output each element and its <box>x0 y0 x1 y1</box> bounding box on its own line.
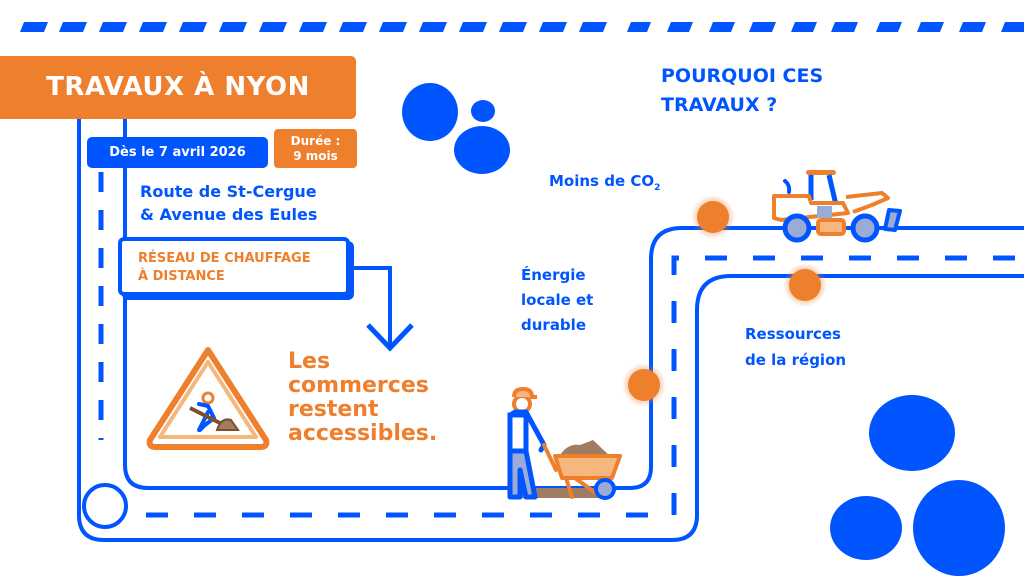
co2-text: Moins de CO <box>549 172 655 190</box>
decorative-blobs-bottom <box>830 395 1005 576</box>
location-line-1: Route de St-Cergue <box>140 182 317 201</box>
why-line-2: TRAVAUX ? <box>661 94 778 116</box>
notice-line-4: accessibles. <box>288 421 438 446</box>
duration-label: Durée : <box>290 133 341 148</box>
project-line-1: RÉSEAU DE CHAUFFAGE <box>138 251 311 266</box>
co2-subscript: 2 <box>654 183 661 193</box>
resources-line-2: de la région <box>745 351 847 369</box>
notice-line-3: restent <box>288 397 379 422</box>
marker-energie <box>622 363 666 407</box>
project-text: RÉSEAU DE CHAUFFAGE À DISTANCE <box>138 250 311 286</box>
page-title: TRAVAUX À NYON <box>46 72 310 102</box>
duration-value: 9 mois <box>293 148 338 163</box>
benefit-energy: Énergie locale et durable <box>521 263 593 338</box>
shops-notice: Les commerces restent accessibles. <box>288 350 437 446</box>
project-box <box>118 237 350 296</box>
location-text: Route de St-Cergue & Avenue des Eules <box>140 180 317 226</box>
energy-line-2: locale et <box>521 291 594 309</box>
duration-badge: Durée : 9 mois <box>274 129 357 168</box>
benefit-co2: Moins de CO2 <box>549 172 660 193</box>
project-line-2: À DISTANCE <box>138 269 225 284</box>
location-line-2: & Avenue des Eules <box>140 205 318 224</box>
roadwork-warning-icon <box>146 347 270 450</box>
why-heading: POURQUOI CES TRAVAUX ? <box>661 62 823 120</box>
resources-line-1: Ressources <box>745 325 841 343</box>
marker-ressources <box>783 263 827 307</box>
energy-line-1: Énergie <box>521 266 586 284</box>
title-banner <box>0 56 356 119</box>
decorative-blobs-top <box>402 83 510 174</box>
notice-line-2: commerces <box>288 373 429 398</box>
marker-co2 <box>691 195 735 239</box>
start-date-badge: Dès le 7 avril 2026 <box>87 137 268 168</box>
benefit-resources: Ressources de la région <box>745 321 846 373</box>
notice-line-1: Les <box>288 349 331 374</box>
energy-line-3: durable <box>521 316 586 334</box>
worker-wheelbarrow-icon <box>507 386 622 500</box>
wheel-loader-icon <box>772 170 902 243</box>
why-line-1: POURQUOI CES <box>661 65 824 87</box>
